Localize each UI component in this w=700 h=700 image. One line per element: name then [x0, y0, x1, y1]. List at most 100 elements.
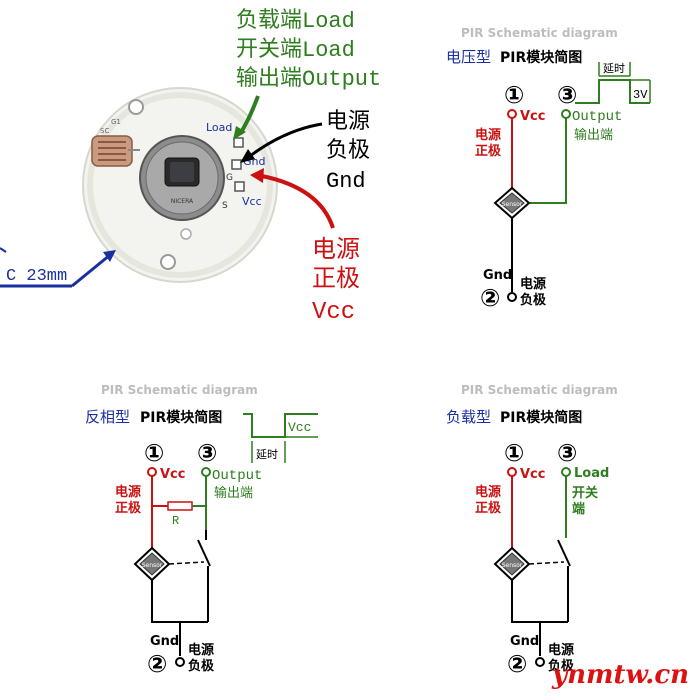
- board-label-s: S: [222, 201, 228, 211]
- ann-red-line-3: Vcc: [312, 299, 355, 326]
- ann-red-line-1: 电源: [312, 236, 360, 265]
- inverse-vcc-label: Vcc: [160, 467, 185, 482]
- annotation-gnd: 电源 负极 Gnd: [240, 109, 370, 194]
- voltage-pin1: ①: [504, 81, 524, 109]
- voltage-panel-title: PIR Schematic diagram: [461, 26, 618, 40]
- load-gnd-label: Gnd: [510, 634, 539, 649]
- ann-black-line-1: 电源: [326, 109, 370, 135]
- board-label-load: Load: [206, 121, 232, 134]
- voltage-waveform: [575, 62, 651, 104]
- load-vcc-cn-2: 正极: [475, 500, 502, 516]
- load-panel: PIR Schematic diagram 负载型 PIR模块简图 ① ③ Vc…: [446, 383, 618, 678]
- inverse-waveform: [243, 413, 318, 463]
- voltage-heading: PIR模块简图: [500, 49, 582, 66]
- voltage-sensor-label: Sensor: [502, 201, 523, 208]
- voltage-gnd-dot: [507, 292, 517, 302]
- pir-sensor-can: NICERA: [139, 135, 225, 221]
- load-gnd-cn-2: 负极: [548, 658, 575, 674]
- green-arrow-head: [233, 126, 246, 140]
- inverse-gnd-dot: [175, 657, 185, 667]
- ann-green-line-1: 负载端Load: [236, 8, 355, 34]
- load-switch-cn-1: 开关: [572, 485, 598, 501]
- inverse-output-cn: 输出端: [214, 485, 253, 501]
- voltage-type-label: 电压型: [446, 48, 491, 66]
- voltage-vcc-label: Vcc: [520, 109, 545, 124]
- load-pin1: ①: [504, 439, 524, 467]
- load-loop-wire: [511, 580, 568, 623]
- voltage-gnd-cn-1: 电源: [520, 276, 546, 292]
- inverse-pin2: ②: [147, 650, 167, 678]
- inverse-heading: PIR模块简图: [140, 409, 222, 426]
- black-arrow-head: [240, 149, 255, 163]
- voltage-output-cn: 输出端: [574, 127, 613, 143]
- voltage-panel: PIR Schematic diagram 电压型 PIR模块简图 延时 3V …: [446, 26, 651, 312]
- inverse-delay-label: 延时: [256, 448, 278, 461]
- voltage-delay-label: 延时: [603, 62, 625, 75]
- load-pin3: ③: [557, 439, 577, 467]
- inverse-panel: PIR Schematic diagram 反相型 PIR模块简图 Vcc 延时…: [85, 383, 318, 678]
- load-switch-cn-2: 端: [572, 501, 585, 517]
- pin-pad-load: [233, 137, 244, 148]
- inverse-out-dot: [201, 467, 211, 477]
- via-hole: [180, 228, 192, 240]
- inverse-gnd-cn-1: 电源: [188, 642, 214, 658]
- ann-green-line-3: 输出端Output: [236, 66, 381, 92]
- load-sensor-label: Sensor: [502, 562, 523, 569]
- load-load-label: Load: [574, 466, 609, 481]
- inverse-type-label: 反相型: [85, 408, 130, 426]
- photo-panel: NICERA Load Gnd Vcc S G SC G1 负载端Load 开关…: [0, 8, 381, 326]
- load-heading: PIR模块简图: [500, 409, 582, 426]
- voltage-pin3: ③: [557, 81, 577, 109]
- red-arrow-head: [250, 168, 264, 183]
- watermark: ynmtw.cn: [551, 660, 689, 690]
- inverse-switch: [168, 530, 211, 622]
- diameter-arrow-stem: [0, 247, 7, 253]
- load-vcc-cn-1: 电源: [475, 484, 501, 500]
- inverse-pin1: ①: [144, 439, 164, 467]
- inverse-pin3: ③: [197, 439, 217, 467]
- inverse-resistor: [152, 501, 206, 511]
- load-panel-title: PIR Schematic diagram: [461, 383, 618, 397]
- voltage-sensor-block: [493, 186, 531, 220]
- pin-pad-vcc: [234, 181, 245, 192]
- load-pin2: ②: [507, 650, 527, 678]
- diameter-arrow: [71, 253, 111, 288]
- voltage-gnd-cn-2: 负极: [520, 292, 547, 308]
- annotation-diameter: C 23mm: [0, 247, 116, 288]
- load-gnd-dot: [535, 657, 545, 667]
- ann-black-line-2: 负极: [326, 138, 370, 164]
- diameter-label: C 23mm: [6, 267, 67, 286]
- ann-green-line-2: 开关端Load: [236, 37, 355, 63]
- board-label-g: G: [226, 173, 233, 183]
- load-type-label: 负载型: [446, 408, 491, 426]
- voltage-vcc-dot: [507, 109, 517, 119]
- board-label-sc: SC: [100, 127, 109, 135]
- inverse-level-label: Vcc: [288, 420, 311, 435]
- inverse-sensor-label: Sensor: [142, 562, 163, 569]
- inverse-resistor-label: R: [172, 514, 179, 528]
- inverse-panel-title: PIR Schematic diagram: [101, 383, 258, 397]
- ann-black-line-3: Gnd: [326, 169, 366, 194]
- inverse-gnd-label: Gnd: [150, 634, 179, 649]
- diameter-arrow-head: [103, 250, 116, 262]
- voltage-level-label: 3V: [633, 88, 648, 102]
- load-gnd-cn-1: 电源: [548, 642, 574, 658]
- sensor-brand-text: NICERA: [171, 198, 194, 205]
- voltage-out-wire: [530, 118, 567, 204]
- mount-hole-top: [128, 99, 144, 115]
- voltage-vcc-cn-2: 正极: [475, 143, 502, 159]
- black-arrow: [249, 122, 323, 158]
- pcb-board-shade: [87, 92, 273, 278]
- photoresistor-icon: [91, 135, 140, 167]
- inverse-vcc-cn-1: 电源: [115, 484, 141, 500]
- voltage-output-label: Output: [572, 109, 622, 125]
- load-load-dot: [561, 467, 571, 477]
- inverse-sensor-block: [133, 546, 171, 582]
- pin-pad-gnd: [231, 159, 242, 170]
- voltage-gnd-label: Gnd: [483, 268, 512, 283]
- voltage-vcc-cn-1: 电源: [475, 127, 501, 143]
- load-vcc-label: Vcc: [520, 467, 545, 482]
- inverse-output-label: Output: [212, 468, 262, 484]
- inverse-gnd-cn-2: 负极: [188, 658, 215, 674]
